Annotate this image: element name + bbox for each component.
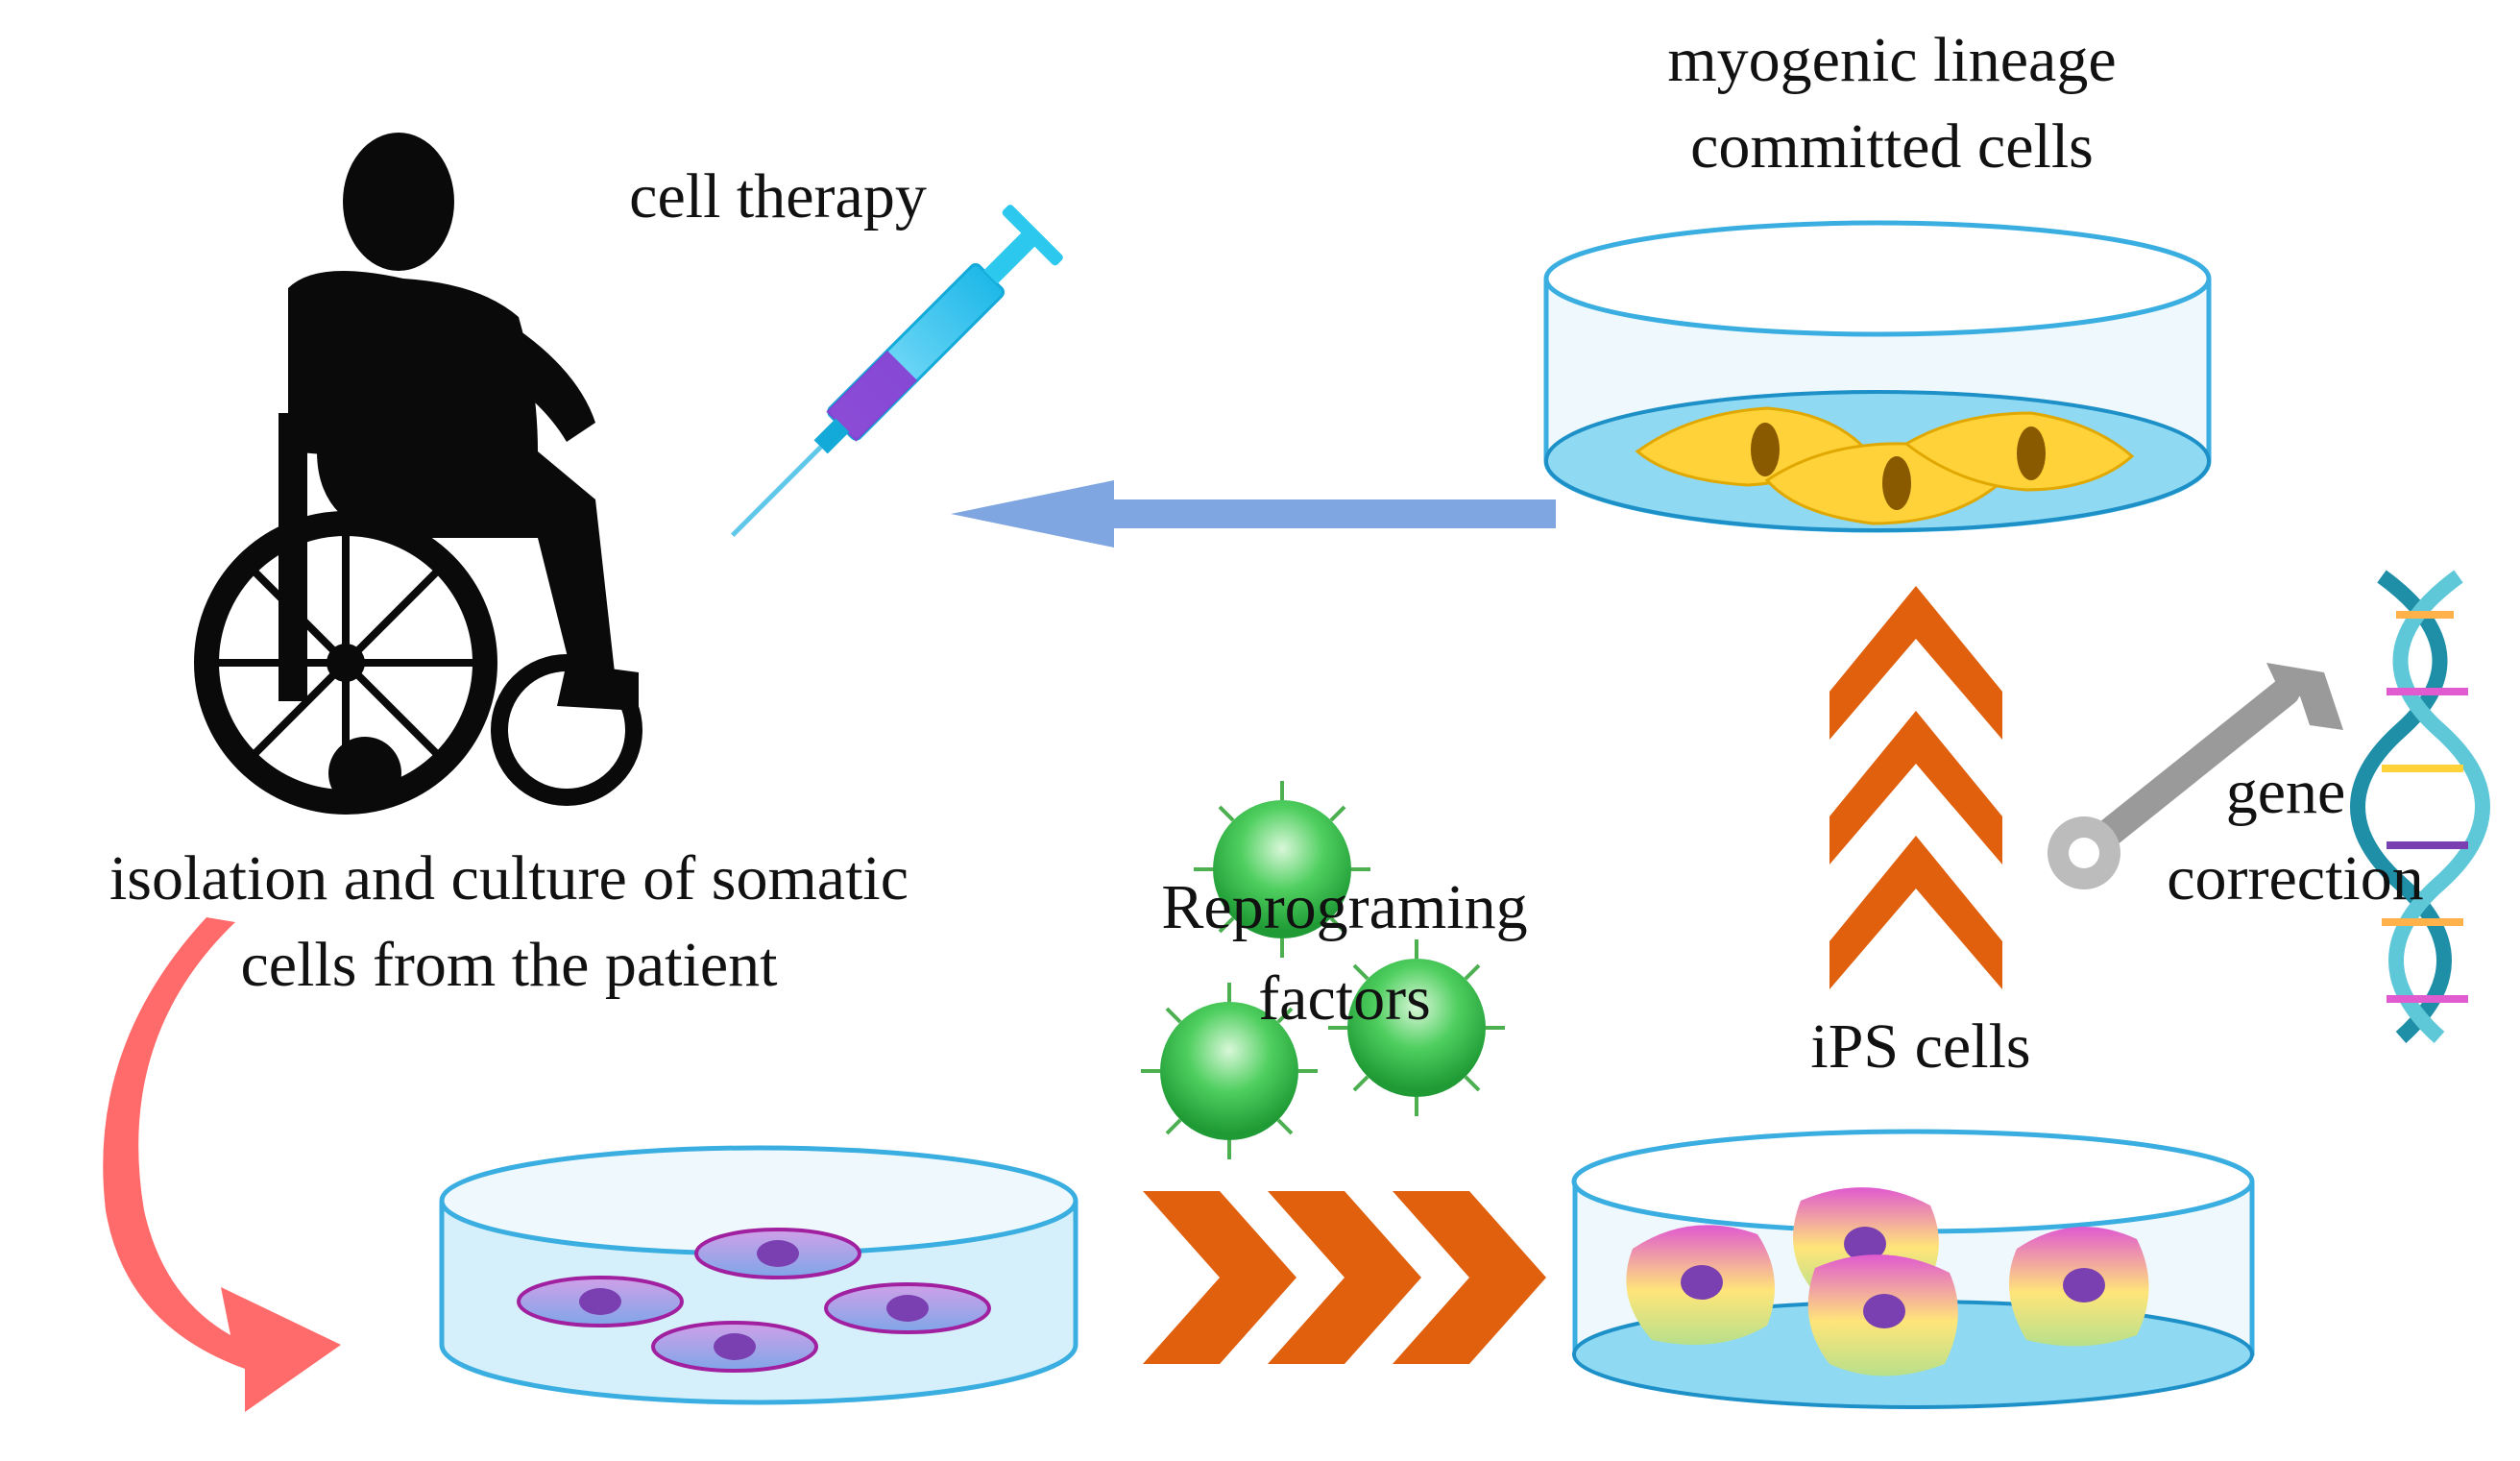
ips-dish [1571, 1129, 2255, 1409]
reprogramming-factor-virus [1141, 781, 1505, 1159]
label-myogenic-line1: myogenic lineage [1667, 25, 2117, 95]
label-reprogramming-line1: Reprograming [1161, 872, 1528, 942]
label-reprogramming-line2: factors [1258, 963, 1431, 1034]
wrench-icon [2048, 663, 2343, 889]
label-ips-cells: iPS cells [1810, 1011, 2031, 1082]
reprogramming-chevrons [1143, 1191, 1546, 1364]
label-isolation-line1: isolation and culture of somatic [109, 843, 909, 913]
myogenic-dish [1543, 220, 2212, 533]
myogenic-cells [1635, 406, 2135, 525]
differentiation-chevrons [1829, 586, 2002, 989]
dna-icon [2350, 570, 2490, 1043]
patient-wheelchair-silhouette [194, 133, 642, 815]
syringe-icon [730, 205, 1063, 538]
somatic-dish [439, 1145, 1078, 1405]
label-myogenic-line2: committed cells [1690, 111, 2094, 182]
therapy-arrow [951, 480, 1556, 548]
label-gene-line2: correction [2167, 843, 2424, 913]
label-gene-line1: gene [2225, 757, 2346, 827]
isolation-arrow [103, 917, 341, 1412]
label-cell-therapy: cell therapy [629, 161, 927, 231]
label-isolation-line2: cells from the patient [240, 930, 778, 1000]
ips-cells [1626, 1187, 2149, 1376]
somatic-cells [517, 1228, 991, 1373]
